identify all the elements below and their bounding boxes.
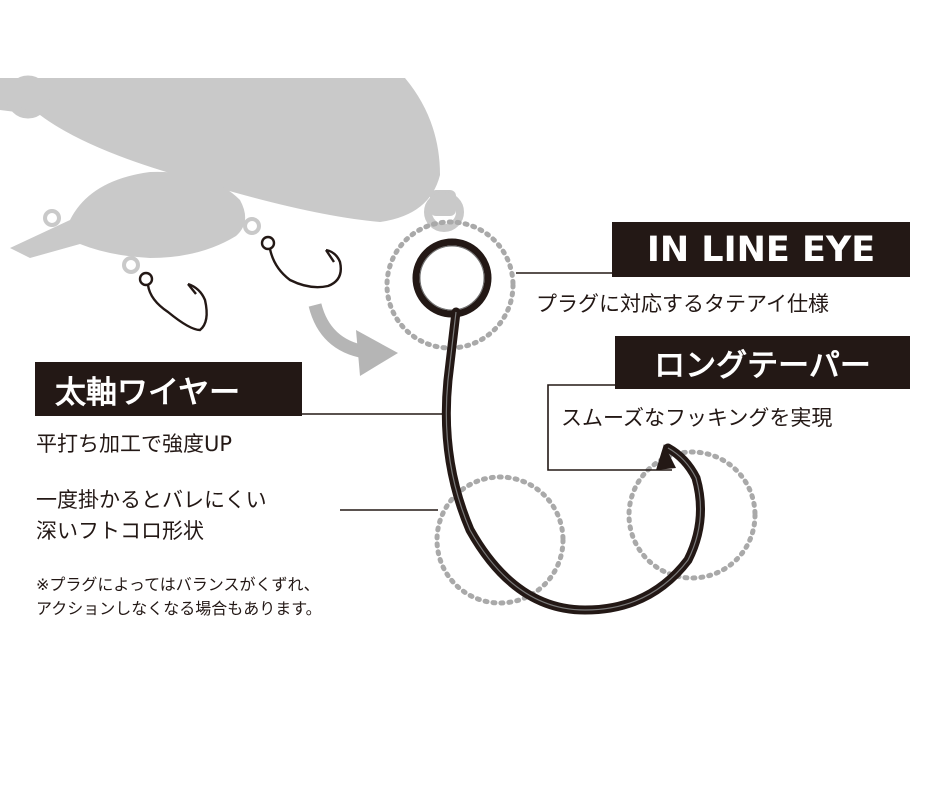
- gray-arrow-icon: [308, 303, 398, 376]
- deep-throat-line2: 深いフトコロ形状: [36, 519, 204, 543]
- inline-eye-title-text: IN LINE EYE: [646, 229, 876, 270]
- throat-highlight-circle: [434, 474, 566, 606]
- inline-eye-description: プラグに対応するタテアイ仕様: [536, 292, 829, 316]
- large-lure-tail-ring: [424, 192, 464, 232]
- small-lure-belly-ring: [122, 256, 140, 274]
- deep-throat-line1: 一度掛かるとバレにくい: [36, 488, 267, 512]
- long-taper-title-text: ロングテーパー: [654, 348, 871, 384]
- taper-leader-line: [547, 384, 672, 471]
- inline-eye-title: IN LINE EYE: [612, 222, 910, 277]
- leader-lines: [302, 272, 672, 511]
- point-highlight-circle: [626, 449, 758, 581]
- small-lure-silhouette: [10, 171, 246, 258]
- small-lure-rear-ring: [243, 217, 261, 235]
- small-hook-1: [138, 271, 208, 332]
- thick-wire-title: 太軸ワイヤー: [35, 362, 302, 416]
- long-taper-description: スムーズなフッキングを実現: [561, 406, 833, 430]
- long-taper-title: ロングテーパー: [615, 336, 910, 389]
- note-line2: アクションしなくなる場合もあります。: [36, 599, 322, 618]
- large-lure-eye-ring: [6, 75, 50, 119]
- note-line1: ※プラグによってはバランスがくずれ、: [36, 575, 320, 594]
- small-hook-2: [260, 235, 342, 289]
- thick-wire-description: 平打ち加工で強度UP: [36, 432, 233, 456]
- thick-wire-title-text: 太軸ワイヤー: [55, 374, 241, 411]
- small-lure-front-ring: [43, 209, 61, 227]
- main-hook: [412, 238, 705, 615]
